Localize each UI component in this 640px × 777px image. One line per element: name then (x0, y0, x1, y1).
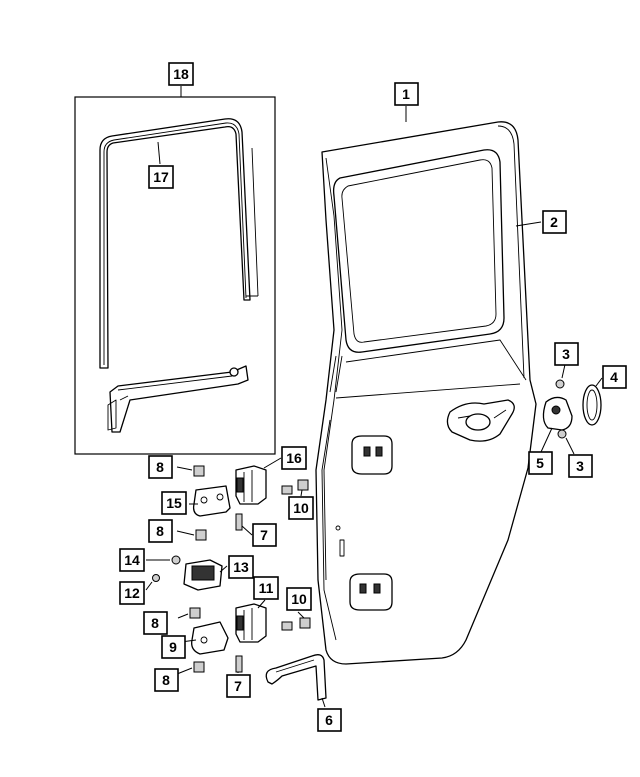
callout-5-label: 5 (536, 455, 544, 471)
callout-8-d: 8 (154, 668, 179, 692)
callout-7-b: 7 (226, 674, 251, 698)
callout-16-label: 16 (286, 450, 302, 466)
callout-3-lower: 3 (568, 454, 593, 478)
callout-8-c: 8 (143, 611, 168, 635)
callout-14-label: 14 (124, 552, 140, 568)
callout-3-upper: 3 (554, 342, 579, 366)
check-strap (265, 654, 327, 701)
callout-10-b-label: 10 (291, 591, 307, 607)
callout-4-label: 4 (610, 369, 618, 385)
callout-6: 6 (317, 708, 342, 732)
callout-9-label: 9 (169, 639, 177, 655)
window-opening (332, 149, 505, 353)
callout-8-a-label: 8 (156, 459, 164, 475)
callout-8-c-label: 8 (151, 615, 159, 631)
callout-2-label: 2 (550, 214, 558, 230)
callout-10-b: 10 (286, 587, 312, 611)
callout-4: 4 (602, 365, 627, 389)
lower-hinge-pocket (349, 573, 393, 611)
callout-11-label: 11 (259, 580, 274, 596)
callout-15-label: 15 (166, 495, 182, 511)
callout-12-label: 12 (124, 585, 140, 601)
middle-hinge-assembly (152, 555, 223, 591)
channel-bracket (109, 365, 249, 433)
callout-8-a: 8 (148, 455, 173, 479)
screw-lower (557, 429, 567, 439)
callout-18: 18 (168, 62, 194, 86)
callout-7-a-label: 7 (260, 527, 268, 543)
callout-1-label: 1 (402, 86, 410, 102)
callout-18-label: 18 (173, 66, 189, 82)
callout-16: 16 (281, 446, 307, 470)
lower-hinge-assembly (189, 603, 311, 673)
callout-13-label: 13 (233, 559, 249, 575)
callout-10-a: 10 (288, 496, 314, 520)
leader-lines (145, 86, 603, 708)
bumper-pad (582, 384, 602, 426)
callout-7-b-label: 7 (234, 678, 242, 694)
door-shell (315, 121, 537, 665)
callout-5: 5 (528, 451, 553, 475)
inset-panel (74, 96, 276, 455)
glass-run-channel (99, 118, 251, 369)
callout-2: 2 (542, 210, 567, 234)
screw-upper (555, 379, 565, 389)
callout-7-a: 7 (252, 523, 277, 547)
callout-14: 14 (119, 548, 145, 572)
callout-8-d-label: 8 (162, 672, 170, 688)
callout-13: 13 (228, 555, 254, 579)
callout-3-upper-label: 3 (562, 346, 570, 362)
callout-17: 17 (148, 165, 174, 189)
callout-8-b: 8 (148, 519, 173, 543)
callout-6-label: 6 (325, 712, 333, 728)
callout-17-label: 17 (153, 169, 169, 185)
callout-15: 15 (161, 491, 187, 515)
callout-9: 9 (161, 635, 186, 659)
callout-1: 1 (394, 82, 419, 106)
callout-12: 12 (119, 581, 145, 605)
callout-3-lower-label: 3 (576, 458, 584, 474)
callout-8-b-label: 8 (156, 523, 164, 539)
upper-hinge-assembly (192, 465, 309, 541)
callout-11: 11 (253, 576, 279, 600)
upper-hinge-pocket (351, 435, 393, 475)
latch-assembly (542, 379, 602, 439)
callout-10-a-label: 10 (293, 500, 309, 516)
